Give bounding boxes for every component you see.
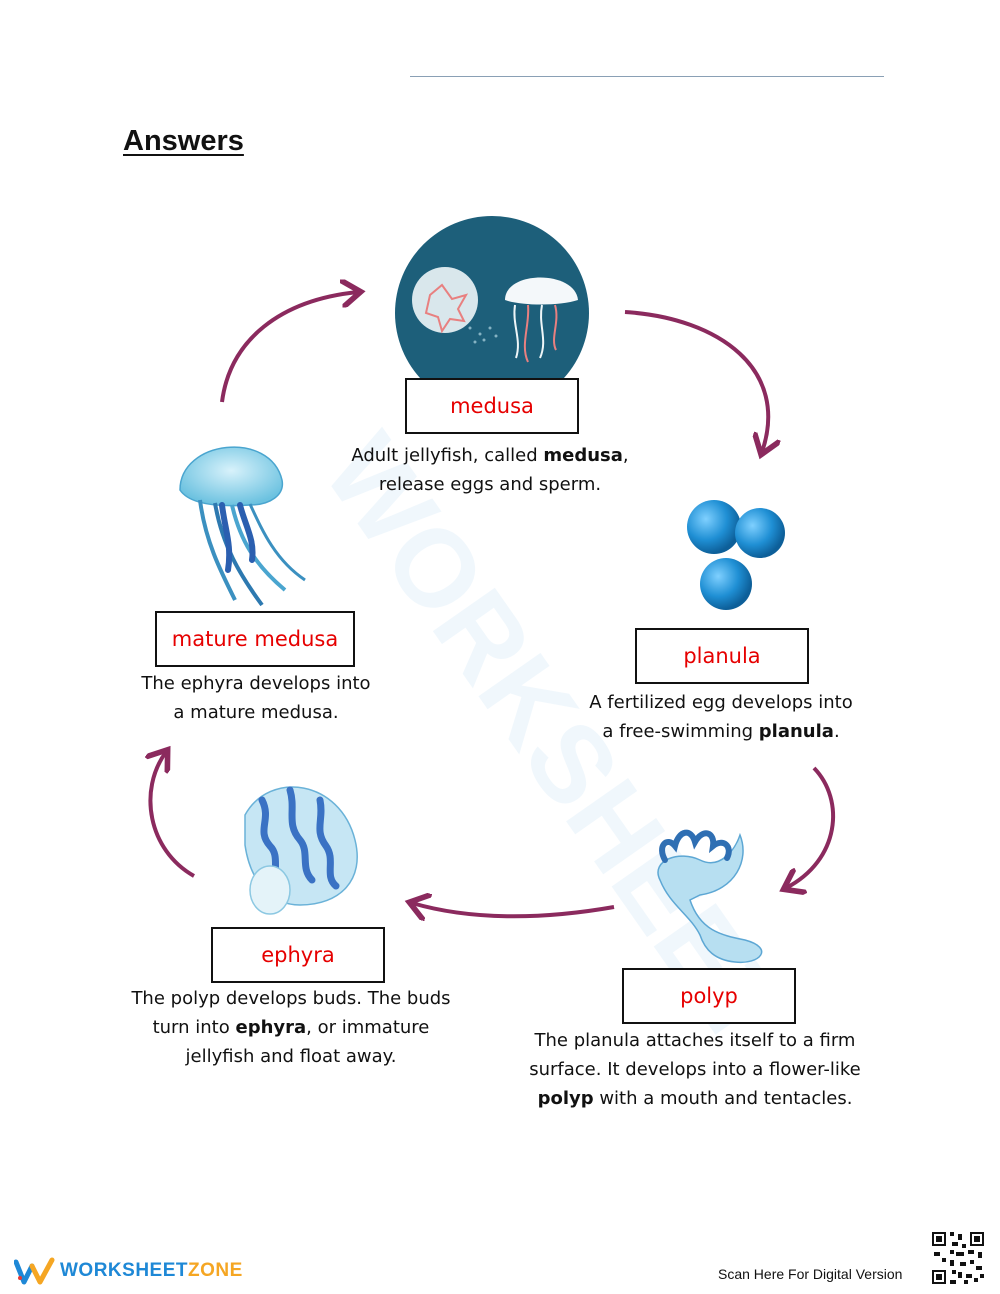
desc-planula: A fertilized egg develops into a free-sw… xyxy=(589,692,853,742)
arrow-planula-to-polyp xyxy=(786,766,836,888)
ephyra-illustration xyxy=(244,786,358,915)
label-planula: planula xyxy=(635,628,809,684)
desc-ephyra: The polyp develops buds. The buds turn i… xyxy=(131,988,451,1067)
scan-caption: Scan Here For Digital Version xyxy=(718,1266,903,1282)
brand-name: WORKSHEETZONE xyxy=(60,1260,243,1281)
desc-polyp: The planula attaches itself to a firm su… xyxy=(529,1030,861,1109)
label-ephyra: ephyra xyxy=(211,927,385,983)
label-polyp: polyp xyxy=(622,968,796,1024)
arrow-medusa-to-planula xyxy=(624,310,768,452)
arrow-mature-to-medusa xyxy=(220,292,358,403)
polyp-illustration xyxy=(657,829,763,964)
medusa-illustration xyxy=(395,216,589,410)
page-title: Answers xyxy=(123,125,244,157)
arrow-polyp-to-ephyra xyxy=(412,903,615,916)
qr-code[interactable] xyxy=(930,1230,986,1286)
brand-logo[interactable]: WORKSHEETZONE xyxy=(14,1256,243,1286)
label-mature-medusa: mature medusa xyxy=(155,611,355,667)
logo-icon xyxy=(14,1257,55,1285)
planula-illustration xyxy=(687,500,785,610)
desc-medusa: Adult jellyfish, called medusa, release … xyxy=(351,445,629,495)
arrow-ephyra-to-mature xyxy=(150,752,195,878)
mature-medusa-illustration xyxy=(179,446,306,607)
label-medusa: medusa xyxy=(405,378,579,434)
desc-mature-medusa: The ephyra develops into a mature medusa… xyxy=(141,673,371,723)
top-rule xyxy=(410,76,884,77)
